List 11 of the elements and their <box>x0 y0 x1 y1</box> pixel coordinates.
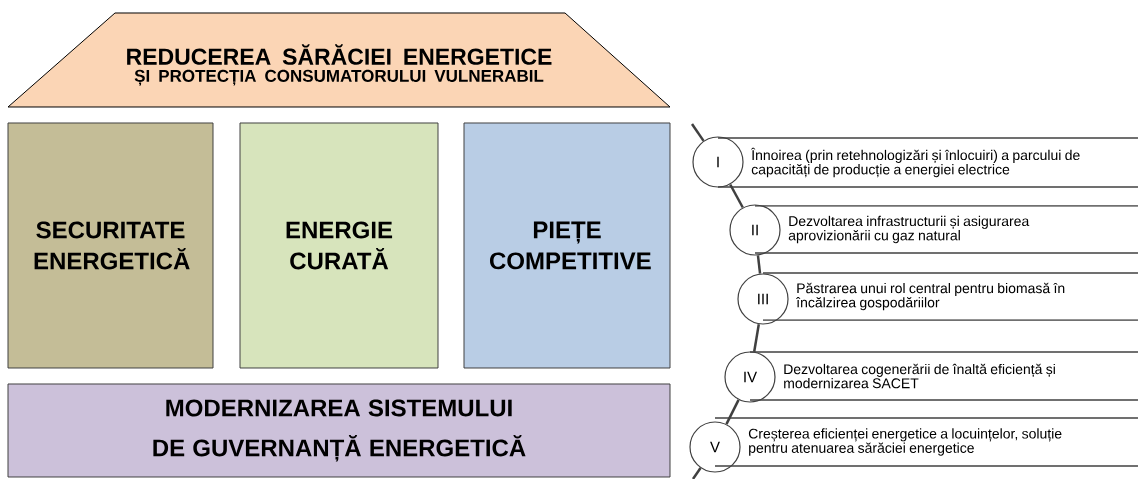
spine-line <box>756 255 762 274</box>
spine-line <box>729 183 744 209</box>
pillar-box: ENERGIE CURATĂ <box>239 122 439 369</box>
pillar-box: SECURITATE ENERGETICĂ <box>7 122 214 369</box>
spine-line <box>725 399 740 425</box>
spine-line <box>752 324 761 352</box>
spine-line <box>690 123 705 142</box>
spine-line <box>691 467 702 479</box>
roof-trapezoid: REDUCEREA SĂRĂCIEI ENERGETICE ȘI PROTECȚIA CONSUMATORULUI VULNERABIL <box>7 12 671 108</box>
base-box: MODERNIZAREA SISTEMULUI DE GUVERNANȚĂ ENERGETICĂ <box>7 383 671 478</box>
pillar-box: PIEȚE COMPETITIVE <box>463 122 671 369</box>
